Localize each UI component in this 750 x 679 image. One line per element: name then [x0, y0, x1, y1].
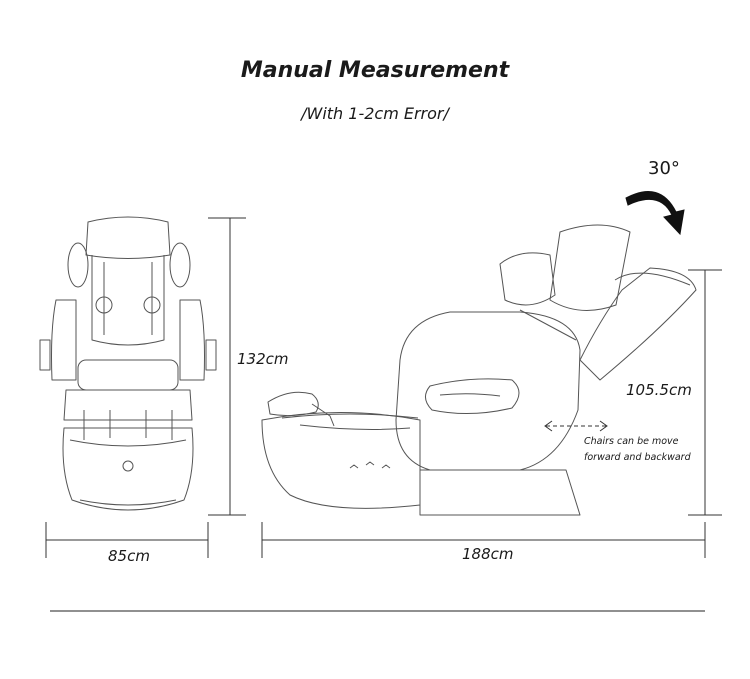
recline-arrow-icon [625, 191, 685, 236]
side-length-label: 188cm [462, 545, 514, 563]
adjust-note: Chairs can be move forward and backward [584, 436, 691, 463]
side-view-chair [261, 224, 697, 516]
double-arrow-icon [544, 420, 608, 432]
side-height-label: 105.5cm [626, 381, 692, 399]
front-view-chair [39, 216, 217, 511]
front-width-label: 85cm [108, 547, 150, 565]
recline-angle-label: 30° [648, 158, 680, 179]
page-subtitle: /With 1-2cm Error/ [301, 104, 449, 123]
front-height-label: 132cm [237, 350, 289, 368]
page-title: Manual Measurement [240, 58, 510, 83]
